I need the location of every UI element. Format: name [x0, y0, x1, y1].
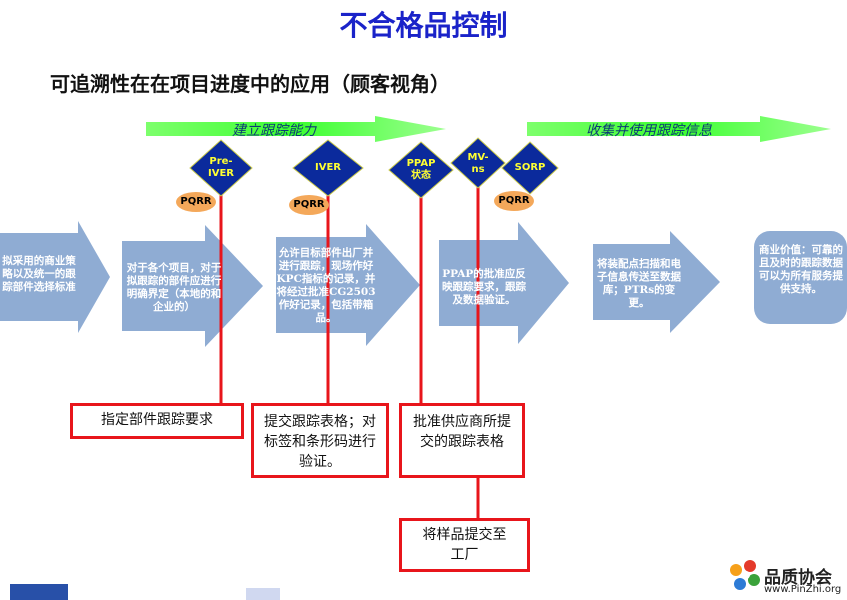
corner-logo-mark: [10, 584, 68, 600]
diamond-ppap: [388, 141, 454, 199]
pqrr-ellipse-1: [176, 192, 216, 212]
pqrr-ellipse-3: [494, 191, 534, 211]
process-text-6: 商业价值：可靠的且及时的跟踪数据可以为所有服务提供支持。: [759, 244, 843, 295]
callout-submit-tracking-form: 提交跟踪表格；对标签和条形码进行验证。: [251, 403, 389, 478]
process-arrow-1: [0, 221, 110, 333]
process-arrow-3: [276, 224, 420, 346]
process-text-2: 对于各个项目，对于拟跟踪的部件应进行明确界定（本地的和企业的）: [126, 262, 222, 313]
pqrr-label-2: PQRR: [293, 199, 325, 210]
band-arrow-collect: [527, 116, 831, 142]
diamond-pre-iver: [189, 139, 253, 197]
band-arrow-build: [146, 116, 446, 142]
milestone-mvns-label: MV-ns: [467, 152, 489, 175]
process-arrow-5: [593, 231, 720, 333]
process-arrow-4: [439, 222, 569, 344]
callout-submit-samples: 将样品提交至工厂: [399, 518, 530, 572]
diamond-iver: [292, 139, 364, 197]
process-text-5: 将装配点扫描和电子信息传送至数据库；PTRs的变更。: [597, 258, 681, 309]
page-subtitle: 可追溯性在在项目进度中的应用（顾客视角）: [50, 72, 450, 96]
process-box-6: [754, 231, 847, 324]
pqrr-ellipse-2: [289, 195, 329, 215]
page-title: 不合格品控制: [339, 9, 508, 42]
process-text-3: 允许目标部件出厂并进行跟踪，现场作好KPC指标的记录，并将经过批准CG2503作…: [276, 247, 376, 324]
callout-specify-requirements: 指定部件跟踪要求: [70, 403, 244, 439]
band-label-build: 建立跟踪能力: [232, 123, 316, 139]
footer-url: www.PinZhi.org: [764, 584, 842, 595]
process-text-4: PPAP的批准应反映跟踪要求，跟踪及数据验证。: [442, 268, 526, 306]
callout-approve-tracking-form: 批准供应商所提交的跟踪表格: [399, 403, 525, 478]
milestone-pre-iver-label: Pre-IVER: [208, 156, 234, 179]
milestone-sorp-label: SORP: [514, 162, 546, 173]
milestone-iver-label: IVER: [315, 162, 341, 173]
corner-logo-mark-2: [246, 588, 280, 600]
pqrr-label-1: PQRR: [180, 196, 212, 207]
flower-logo-icon: [730, 560, 760, 590]
milestone-ppap-label: PPAP状态: [406, 158, 436, 181]
footer-brand: 品质协会: [764, 568, 832, 588]
pqrr-label-3: PQRR: [498, 195, 530, 206]
band-label-collect: 收集并使用跟踪信息: [586, 123, 712, 139]
diamond-mvns: [450, 137, 506, 189]
diamond-sorp: [501, 141, 559, 195]
process-text-1: 拟采用的商业策略以及统一的跟踪部件选择标准: [2, 255, 76, 293]
process-arrow-2: [122, 225, 263, 347]
